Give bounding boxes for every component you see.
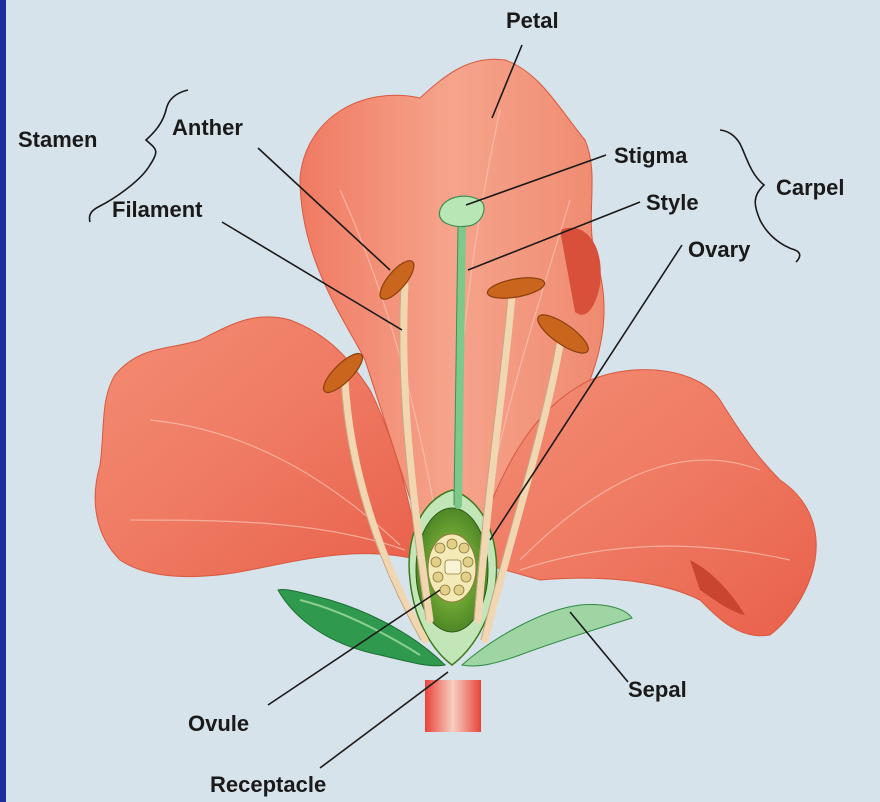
label-petal: Petal <box>506 8 559 33</box>
label-stamen: Stamen <box>18 127 97 152</box>
label-stigma: Stigma <box>614 143 688 168</box>
label-anther: Anther <box>172 115 243 140</box>
label-ovule: Ovule <box>188 711 249 736</box>
label-carpel: Carpel <box>776 175 844 200</box>
label-ovary: Ovary <box>688 237 751 262</box>
label-filament: Filament <box>112 197 203 222</box>
label-sepal: Sepal <box>628 677 687 702</box>
receptacle-stem <box>425 680 481 732</box>
label-style: Style <box>646 190 699 215</box>
style <box>458 225 462 505</box>
label-receptacle: Receptacle <box>210 772 326 797</box>
